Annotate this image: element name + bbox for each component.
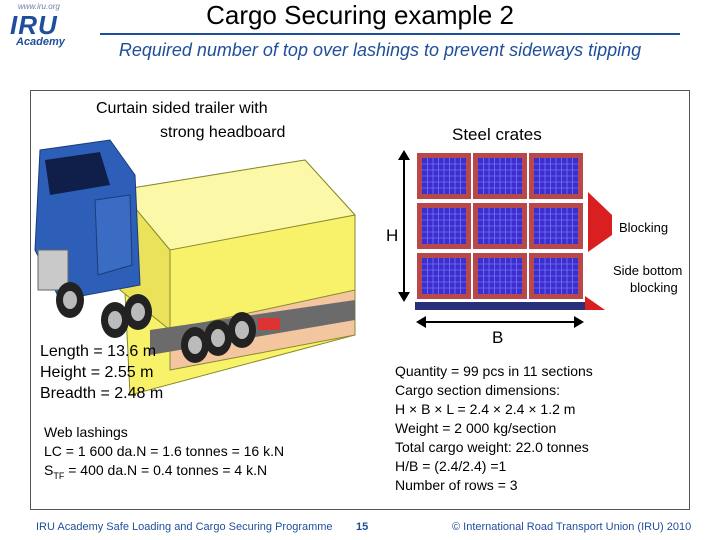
logo-url: www.iru.org bbox=[18, 2, 60, 11]
web-lashings-heading: Web lashings bbox=[44, 424, 128, 440]
standard-tension-text: STF = 400 da.N = 0.4 tonnes = 4 k.N bbox=[44, 462, 268, 481]
content-frame bbox=[30, 90, 690, 510]
length-text: Length = 13.6 m bbox=[40, 343, 157, 360]
breadth-label: B bbox=[492, 328, 504, 347]
slide-subtitle: Required number of top over lashings to … bbox=[118, 40, 642, 60]
height-text: Height = 2.55 m bbox=[40, 364, 154, 381]
title-divider bbox=[100, 33, 680, 35]
crate-floor bbox=[415, 302, 585, 310]
page-number: 15 bbox=[356, 521, 369, 533]
rows-text: Number of rows = 3 bbox=[395, 477, 518, 493]
logo-academy-text: Academy bbox=[16, 36, 65, 48]
ratio-text: H/B = (2.4/2.4) =1 bbox=[395, 458, 507, 474]
trailer-caption-line2: strong headboard bbox=[160, 124, 286, 141]
total-weight-text: Total cargo weight: 22.0 tonnes bbox=[395, 439, 589, 455]
footer-programme: IRU Academy Safe Loading and Cargo Secur… bbox=[36, 521, 333, 533]
crate-grid bbox=[417, 153, 583, 299]
cab-bumper bbox=[37, 249, 69, 291]
height-label: H bbox=[386, 226, 399, 245]
trailer-illustration bbox=[34, 139, 356, 396]
blocking-label: Blocking bbox=[619, 220, 669, 235]
weight-text: Weight = 2 000 kg/section bbox=[395, 420, 557, 436]
breadth-text: Breadth = 2.48 m bbox=[40, 385, 164, 402]
footer-copyright: © International Road Transport Union (IR… bbox=[452, 521, 692, 533]
cab-door bbox=[94, 194, 133, 276]
side-bottom-label-line1: Side bottom bbox=[613, 263, 683, 278]
steel-crates-illustration bbox=[398, 150, 612, 328]
iru-logo: IRU bbox=[10, 10, 58, 40]
lashing-capacity-text: LC = 1 600 da.N = 1.6 tonnes = 16 k.N bbox=[44, 443, 285, 459]
dimensions-text: H × B × L = 2.4 × 2.4 × 1.2 m bbox=[395, 401, 576, 417]
truck-wheels bbox=[56, 282, 280, 363]
quantity-text: Quantity = 99 pcs in 11 sections bbox=[395, 363, 593, 379]
steel-crates-caption: Steel crates bbox=[452, 125, 542, 144]
cab-windscreen bbox=[45, 152, 110, 195]
slide-title: Cargo Securing example 2 bbox=[206, 0, 514, 30]
dimensions-label: Cargo section dimensions: bbox=[395, 382, 560, 398]
blocking-wedge bbox=[588, 192, 612, 252]
trailer-caption-line1: Curtain sided trailer with bbox=[96, 100, 268, 117]
side-bottom-label-line2: blocking bbox=[630, 280, 678, 295]
side-bottom-blocking bbox=[585, 296, 605, 310]
